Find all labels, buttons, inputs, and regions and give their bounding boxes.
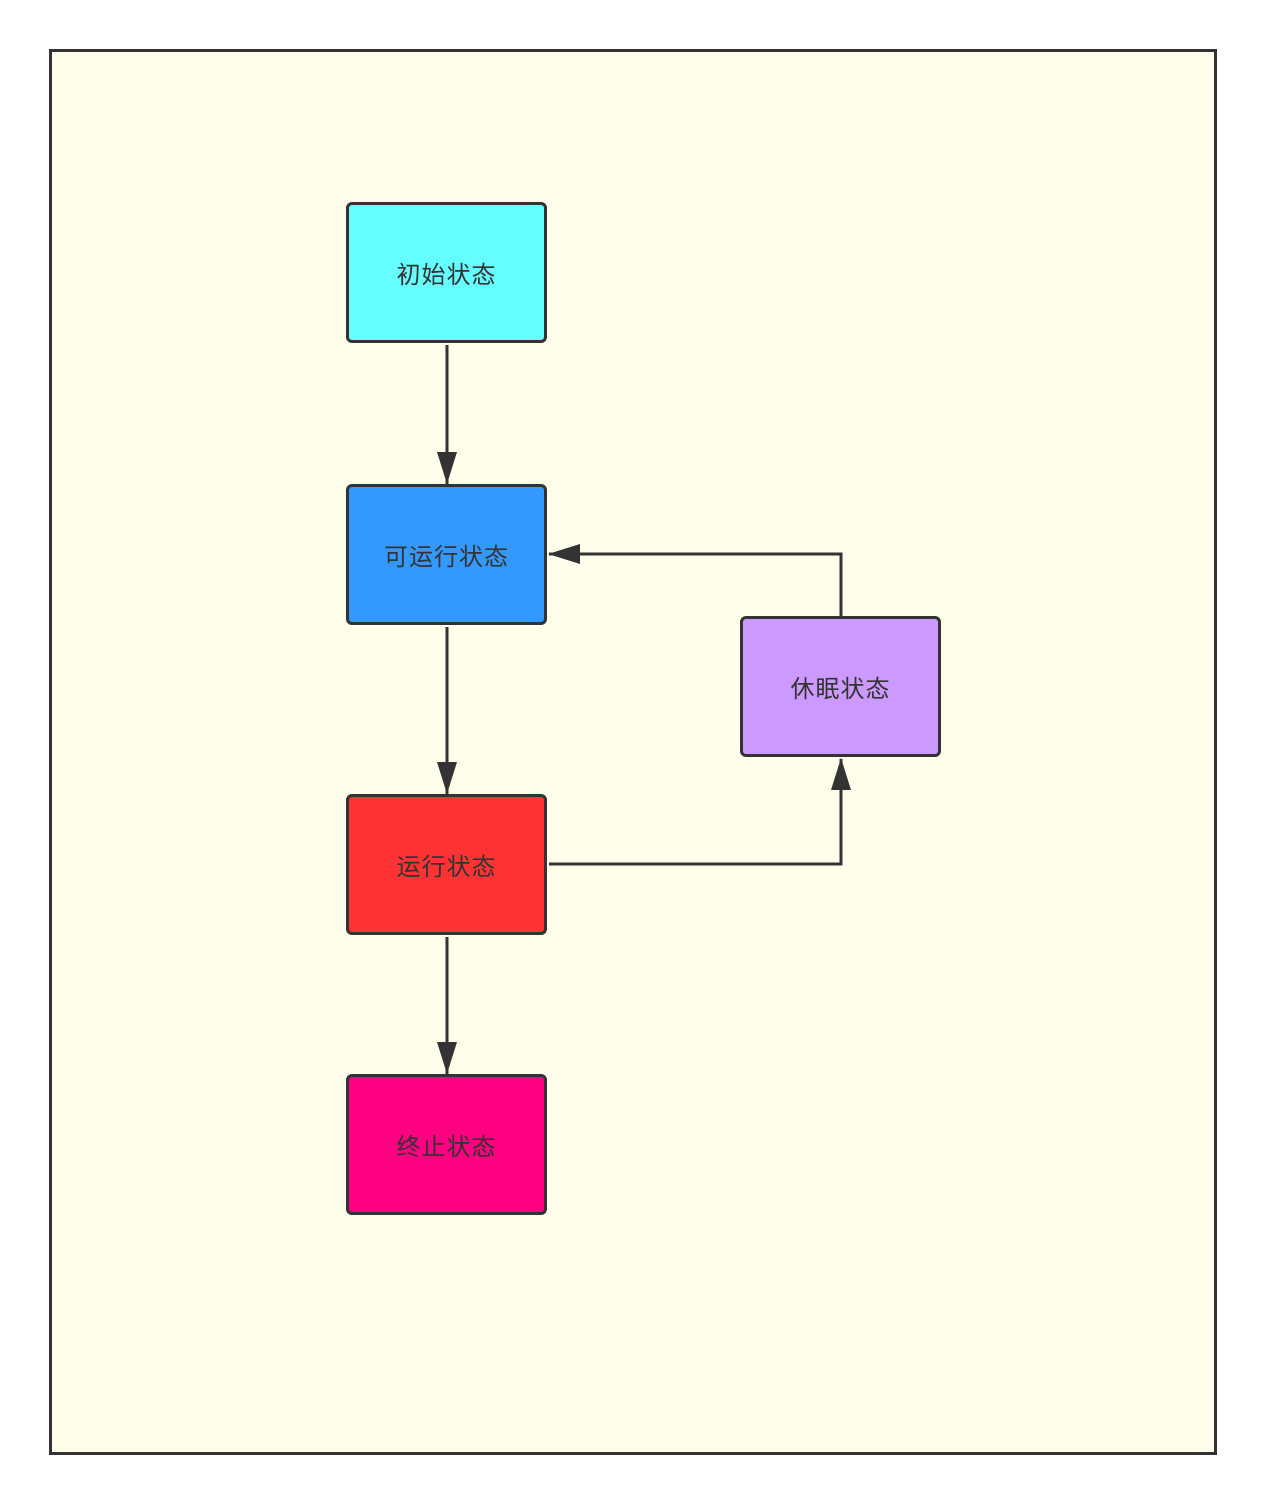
- node-label: 休眠状态: [790, 675, 891, 703]
- arrowhead-into-running-top: [437, 762, 457, 794]
- node-init: 初始状态: [346, 202, 547, 343]
- node-label: 终止状态: [396, 1133, 497, 1161]
- node-label: 运行状态: [396, 853, 497, 881]
- edge-running-to-sleeping: [549, 759, 843, 866]
- node-sleeping: 休眠状态: [740, 616, 941, 757]
- arrowhead-into-terminated-top: [437, 1042, 457, 1074]
- diagram-frame: [49, 49, 1217, 1455]
- node-running: 运行状态: [346, 794, 547, 935]
- arrowhead-into-runnable-top: [437, 452, 457, 484]
- arrowhead-into-runnable-right: [548, 544, 580, 564]
- node-label: 可运行状态: [384, 543, 509, 571]
- edge-sleeping-to-runnable: [549, 552, 843, 616]
- node-runnable: 可运行状态: [346, 484, 547, 625]
- node-label: 初始状态: [396, 261, 497, 289]
- arrowhead-into-sleeping-bottom: [831, 758, 851, 790]
- node-terminated: 终止状态: [346, 1074, 547, 1215]
